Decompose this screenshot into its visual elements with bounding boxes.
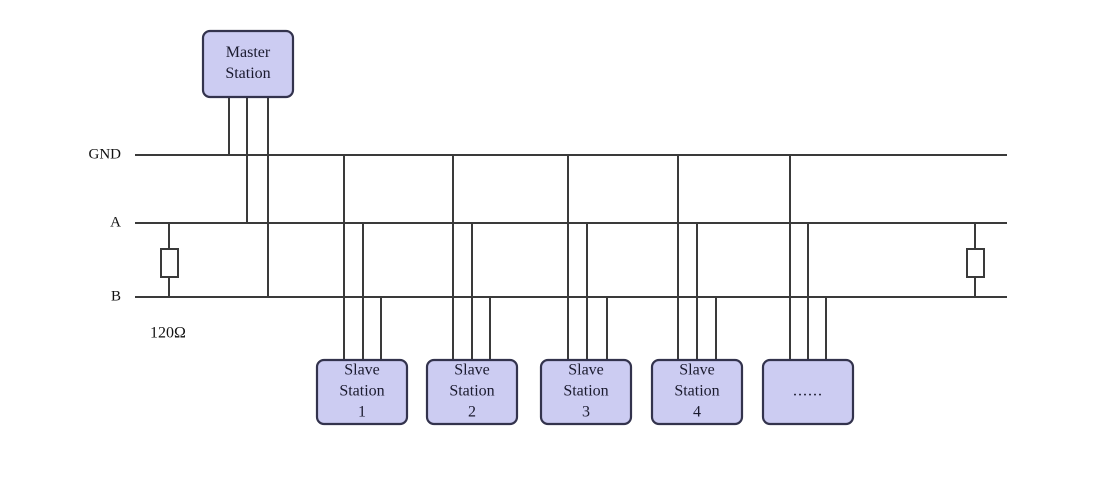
bus-label-b: B xyxy=(111,288,121,304)
slave-station-2-label-1: Slave xyxy=(454,362,490,379)
terminators-group: 120Ω xyxy=(150,223,985,342)
slave-station-more-label-1: ...... xyxy=(793,383,823,400)
nodes-group: MasterStationSlaveStation1SlaveStation2S… xyxy=(201,29,855,426)
master-station-label-2: Station xyxy=(225,65,270,82)
slave-station-1-label-3: 1 xyxy=(358,404,366,421)
bus-label-a: A xyxy=(110,214,121,230)
right-terminator-body xyxy=(966,248,985,278)
slave-station-2-label-3: 2 xyxy=(468,404,476,421)
slave-station-3-label-1: Slave xyxy=(568,362,604,379)
slave-station-4-rect[interactable] xyxy=(650,358,744,426)
slave-station-2-rect[interactable] xyxy=(425,358,519,426)
bus-lines-group xyxy=(135,154,1007,298)
master-station-label-1: Master xyxy=(226,44,271,61)
slave-station-2-label-2: Station xyxy=(449,383,494,400)
left-terminator: 120Ω xyxy=(150,223,186,342)
master-station-rect[interactable] xyxy=(201,29,295,99)
slave-station-4-label-2: Station xyxy=(674,383,719,400)
slave-station-more[interactable]: ...... xyxy=(761,358,855,426)
left-terminator-body xyxy=(160,248,179,278)
slave-station-1-label-1: Slave xyxy=(344,362,380,379)
slave-station-3-label-3: 3 xyxy=(582,404,590,421)
slave-station-4-label-3: 4 xyxy=(693,404,701,421)
slave-station-1-rect[interactable] xyxy=(315,358,409,426)
drop-wires-group xyxy=(228,97,827,360)
slave-station-3-rect[interactable] xyxy=(539,358,633,426)
slave-station-1-label-2: Station xyxy=(339,383,384,400)
bus-labels-group: GND A B xyxy=(89,146,122,304)
slave-station-3-label-2: Station xyxy=(563,383,608,400)
slave-station-4-label-1: Slave xyxy=(679,362,715,379)
slave-station-more-rect[interactable] xyxy=(761,358,855,426)
right-terminator xyxy=(966,223,985,297)
bus-label-gnd: GND xyxy=(89,146,122,162)
left-terminator-label: 120Ω xyxy=(150,325,186,342)
